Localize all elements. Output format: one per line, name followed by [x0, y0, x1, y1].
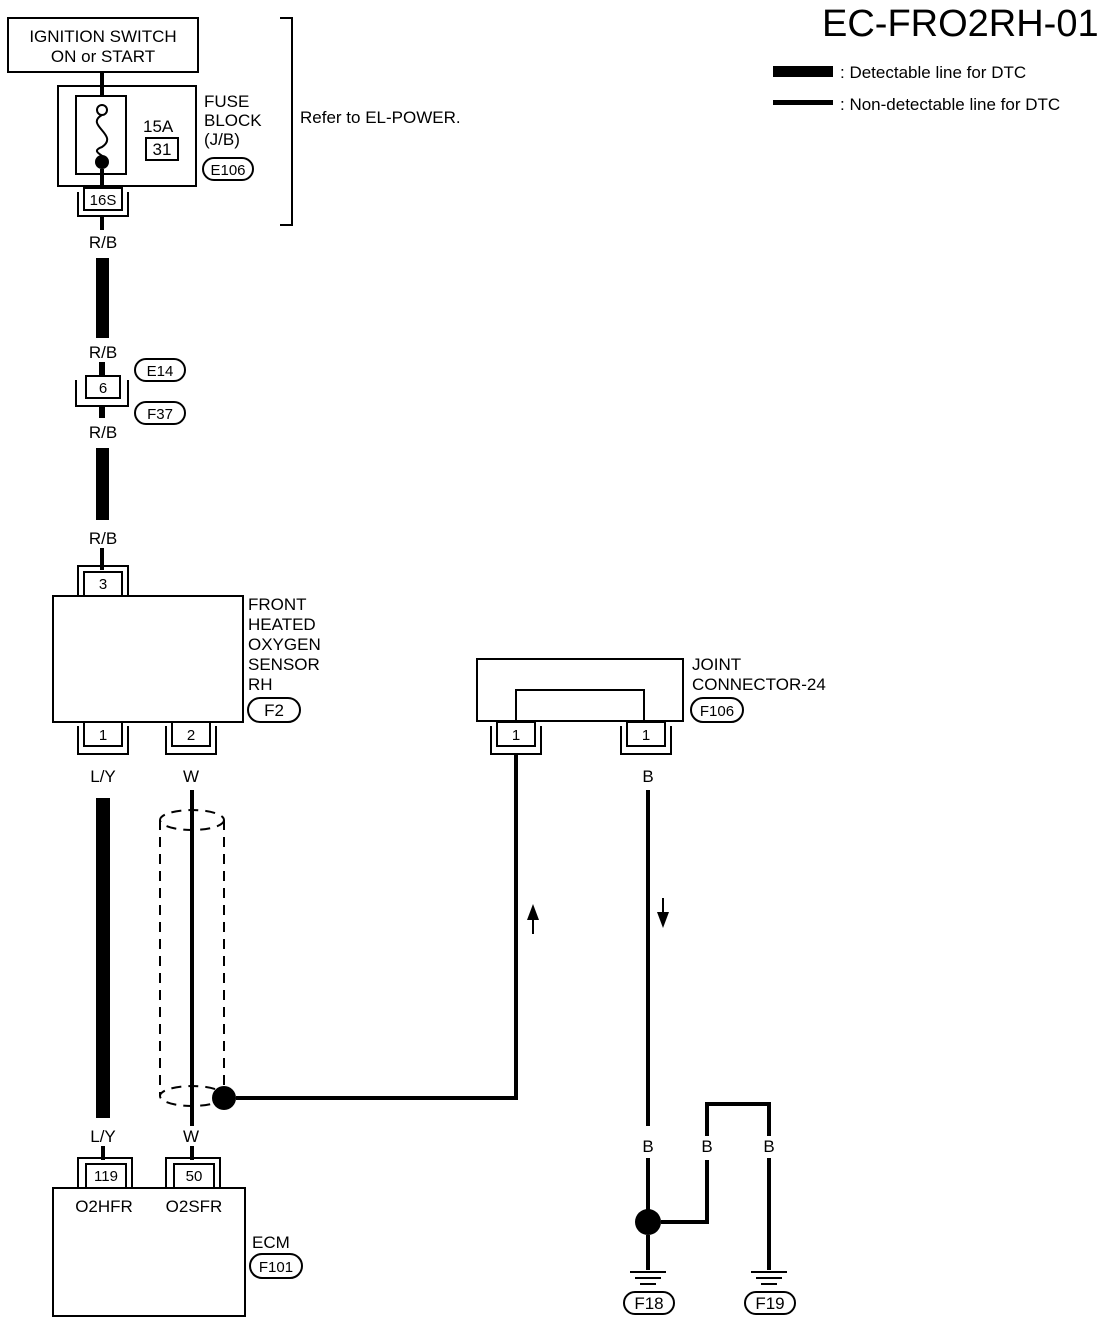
arrow-up-icon: [527, 904, 539, 920]
ground-right-icon: [751, 1271, 787, 1285]
ground-right-id: F19: [755, 1294, 784, 1313]
ecm-label: ECM: [252, 1233, 290, 1252]
inline-connector-lower-badge: [134, 401, 186, 425]
wire-rb-detectable-1: [96, 258, 109, 338]
joint-pin-left-box: [496, 721, 536, 747]
sensor-pin-signal-box: [171, 721, 211, 747]
joint-internal-bus: [515, 689, 645, 721]
joint-connector-badge: [690, 697, 744, 723]
wire-label-b-top: B: [642, 767, 653, 786]
ecm-pin-signal: 50: [186, 1168, 203, 1185]
joint-connector-id: F106: [700, 703, 734, 720]
fuse-block-line2: BLOCK: [204, 111, 262, 130]
wire-label-w-bottom: W: [183, 1127, 199, 1146]
refer-text: Refer to EL-POWER.: [300, 108, 461, 127]
legend-detectable-swatch: [773, 66, 833, 77]
ground-left-icon: [630, 1271, 666, 1285]
fuse-connector-id: E106: [210, 162, 245, 179]
fuse-number-box: [145, 137, 179, 161]
fuse-terminal-box: [83, 187, 123, 211]
fuse-block-line3: (J/B): [204, 130, 240, 149]
wire-label-ly-bottom: L/Y: [90, 1127, 116, 1146]
ecm-box: [52, 1187, 246, 1317]
inline-connector-upper-badge: [134, 358, 186, 382]
fuse-block-line1: FUSE: [204, 92, 249, 111]
sensor-pin-power-box: [83, 571, 123, 597]
fuse-terminal-label: 16S: [90, 192, 117, 209]
ecm-pin-heater-box: [85, 1163, 127, 1189]
ground-left-id: F18: [634, 1294, 663, 1313]
wire-label-rb-1: R/B: [89, 233, 117, 252]
shield-ground-junction: [212, 1086, 236, 1110]
fuse-bottom-terminal: [95, 155, 109, 169]
joint-line1: JOINT: [692, 655, 741, 674]
inline-connector-upper-id: E14: [147, 363, 174, 380]
ecm-pin-heater: 119: [94, 1168, 118, 1185]
wire-label-ly-top: L/Y: [90, 767, 116, 786]
legend-detectable-label: : Detectable line for DTC: [840, 63, 1026, 82]
ground-left-badge: [623, 1291, 675, 1315]
ecm-signal-name: O2SFR: [166, 1197, 223, 1216]
ecm-connector-id: F101: [259, 1259, 293, 1276]
wire-label-b-right: B: [763, 1137, 774, 1156]
diagram-id: EC-FRO2RH-01: [822, 3, 1099, 45]
sensor-line4: SENSOR: [248, 655, 320, 674]
ignition-line1: IGNITION SWITCH: [29, 27, 176, 46]
fuse-icon: [95, 114, 109, 159]
sensor-line5: RH: [248, 675, 273, 694]
wire-label-rb-3: R/B: [89, 423, 117, 442]
wire-label-rb-2: R/B: [89, 343, 117, 362]
ground-splice-junction: [635, 1209, 661, 1235]
sensor-pin-signal: 2: [187, 727, 195, 744]
fuse-block-box: [57, 85, 197, 187]
ignition-line2: ON or START: [51, 47, 155, 66]
joint-connector-box: [476, 658, 684, 722]
ecm-connector-badge: [249, 1253, 303, 1279]
sensor-line3: OXYGEN: [248, 635, 321, 654]
power-bracket: [280, 17, 293, 226]
fuse-number: 31: [153, 140, 172, 159]
inline-connector-box: [85, 375, 121, 399]
shield-drain-wire: [236, 754, 518, 1100]
sensor-pin-heater-box: [83, 721, 123, 747]
wire-label-b-mid: B: [701, 1137, 712, 1156]
fuse-amps: 15A: [143, 117, 174, 136]
sensor-line1: FRONT: [248, 595, 307, 614]
wire-label-b-lower: B: [642, 1137, 653, 1156]
joint-pin-right: 1: [642, 727, 650, 744]
shield-cylinder: [159, 809, 225, 1107]
sensor-pin-power: 3: [99, 576, 107, 593]
sensor-pin-heater: 1: [99, 727, 107, 744]
oxygen-sensor-box: [52, 595, 244, 723]
arrow-down-icon: [657, 912, 669, 928]
joint-pin-left: 1: [512, 727, 520, 744]
sensor-connector-badge: [247, 697, 301, 723]
joint-pin-right-box: [626, 721, 666, 747]
ecm-heater-name: O2HFR: [75, 1197, 133, 1216]
fuse-top-terminal: [96, 104, 108, 116]
wire-ly-detectable: [96, 798, 110, 1118]
sensor-connector-id: F2: [264, 701, 284, 720]
inline-connector-lower-id: F37: [147, 406, 173, 423]
wire-label-w-top: W: [183, 767, 199, 786]
legend-nondetectable-swatch: [773, 100, 833, 105]
wire-label-rb-4: R/B: [89, 529, 117, 548]
fuse-connector-badge: [202, 157, 254, 181]
ground-right-badge: [744, 1291, 796, 1315]
joint-line2: CONNECTOR-24: [692, 675, 826, 694]
wire-rb-detectable-2: [96, 448, 109, 520]
legend-nondetectable-label: : Non-detectable line for DTC: [840, 95, 1060, 114]
inline-connector-terminal: 6: [99, 380, 107, 397]
sensor-line2: HEATED: [248, 615, 316, 634]
